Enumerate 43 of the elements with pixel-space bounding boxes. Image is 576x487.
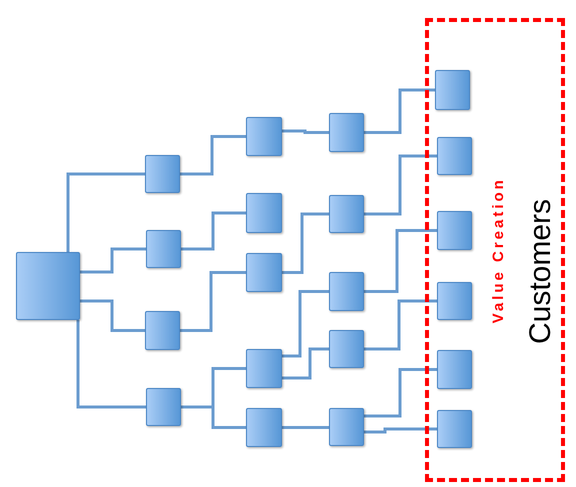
connector-line xyxy=(181,212,246,250)
process-box xyxy=(16,252,80,320)
dashed-region xyxy=(425,18,565,482)
process-box xyxy=(246,349,282,388)
connector-line xyxy=(180,135,246,176)
connector-line xyxy=(80,300,145,332)
connector-line xyxy=(282,290,329,358)
process-box xyxy=(437,282,472,320)
connector-line xyxy=(180,271,246,332)
process-box xyxy=(329,195,364,233)
connector-line xyxy=(282,130,329,134)
connector-line xyxy=(364,428,437,434)
process-box xyxy=(329,330,364,368)
process-box xyxy=(329,113,364,152)
process-box xyxy=(246,117,282,156)
vertical-label: Value Creation xyxy=(488,176,508,324)
process-box xyxy=(146,230,181,268)
connector-line xyxy=(181,406,246,429)
process-box xyxy=(246,253,282,292)
connector-line xyxy=(364,88,435,134)
process-box xyxy=(146,388,181,426)
process-box xyxy=(437,350,472,389)
process-box xyxy=(435,70,470,110)
connector-line xyxy=(282,348,329,380)
process-box xyxy=(246,408,282,447)
vertical-heading: Customers xyxy=(524,198,558,344)
process-box xyxy=(437,410,472,448)
connector-line xyxy=(364,300,437,350)
connector-line xyxy=(364,368,437,418)
connector-line xyxy=(80,248,146,274)
connector-line xyxy=(282,212,329,274)
process-box xyxy=(437,137,472,175)
process-box xyxy=(437,211,472,250)
process-box xyxy=(329,272,364,311)
connector-line xyxy=(282,426,329,429)
connector-line xyxy=(364,229,437,293)
process-box xyxy=(329,408,364,446)
process-box xyxy=(145,311,180,350)
connector-line xyxy=(76,320,146,408)
connector-line xyxy=(66,172,145,252)
connector-line xyxy=(364,154,437,216)
process-box xyxy=(246,193,282,233)
process-box xyxy=(145,155,180,193)
